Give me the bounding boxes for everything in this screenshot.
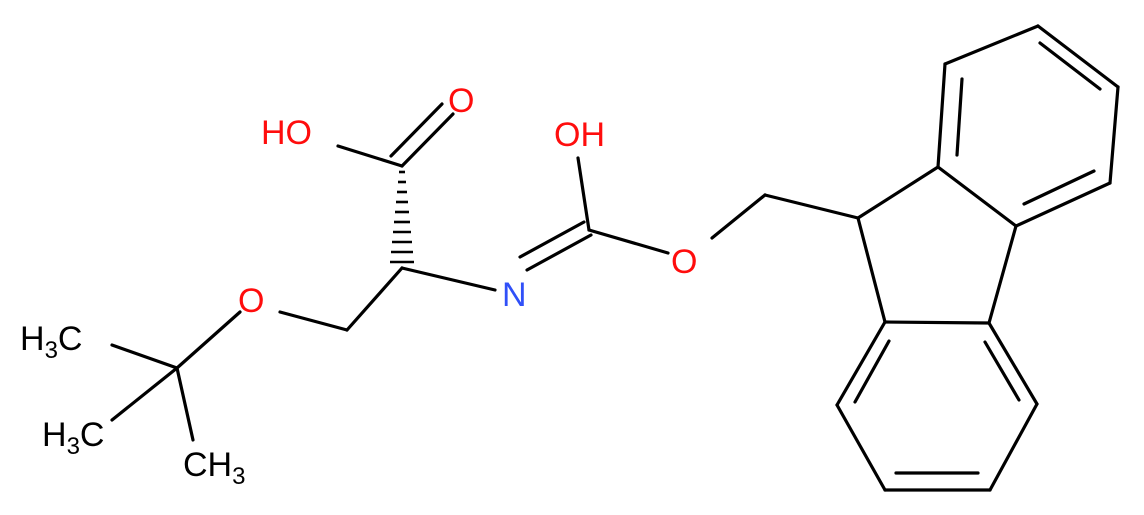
bond-lower-inner-1 — [983, 340, 1021, 402]
bonds — [110, 24, 1120, 492]
atom-label-methyl-3: CH3 — [183, 446, 245, 490]
bond-cq-me1 — [110, 343, 179, 370]
bond-upper-3 — [1036, 24, 1120, 89]
bond-c-o-double-a — [400, 112, 455, 168]
bond-ca-n — [400, 266, 497, 292]
bond-upper-inner-2 — [1038, 41, 1102, 91]
bond-o-ch2 — [710, 193, 767, 240]
bond-lower-2 — [987, 321, 1039, 406]
bond-lower-6 — [835, 320, 887, 407]
bond-lower-inner-3 — [853, 339, 891, 404]
bond-lower-3 — [988, 402, 1039, 492]
bond-ca-ch2 — [345, 266, 404, 332]
hashed-wedge-bond — [390, 170, 414, 264]
bond-c-oh — [576, 156, 591, 232]
bond-upper-4 — [1108, 85, 1120, 185]
bond-upper-5 — [1014, 181, 1112, 228]
atom-label-imine-n: N — [502, 276, 527, 314]
bond-lower-5 — [835, 403, 887, 492]
atom-label-methyl-1: H3C — [20, 320, 82, 364]
bond-cq-me3 — [175, 366, 195, 442]
atom-label-carbamate-oh: OH — [554, 116, 605, 154]
bond-n-c-double-a — [525, 233, 593, 272]
bond-ch2-o — [278, 310, 349, 332]
bond-ho-c — [336, 144, 404, 168]
bond-ch2-c9 — [763, 193, 860, 220]
atom-label-acid-o: O — [448, 82, 474, 120]
bond-upper-1 — [936, 62, 947, 169]
bond-o-cq — [175, 310, 242, 370]
bond-upper-inner-1 — [955, 77, 964, 157]
bond-lower-1 — [883, 320, 991, 325]
atom-label-methyl-2: H3C — [42, 416, 104, 460]
bond-upper-6 — [936, 165, 1018, 228]
atom-label-acid-oh: HO — [261, 114, 312, 152]
bond-upper-2 — [943, 24, 1040, 66]
bond-n-c-double-b — [518, 220, 586, 259]
bond-c4a-c4b — [987, 224, 1018, 325]
bond-c-o-ester — [587, 228, 670, 255]
atom-label-ester-o: O — [671, 243, 697, 281]
atom-labels: HO O OH O O N H3C H3C CH3 — [20, 82, 697, 490]
bond-cq-me2 — [110, 366, 179, 422]
bond-c9-c8a — [856, 216, 887, 324]
bond-c-o-double-b — [389, 102, 444, 158]
bond-c9-c9a — [856, 165, 940, 220]
atom-label-ether-o: O — [238, 282, 264, 320]
bond-upper-inner-3 — [1022, 169, 1096, 206]
